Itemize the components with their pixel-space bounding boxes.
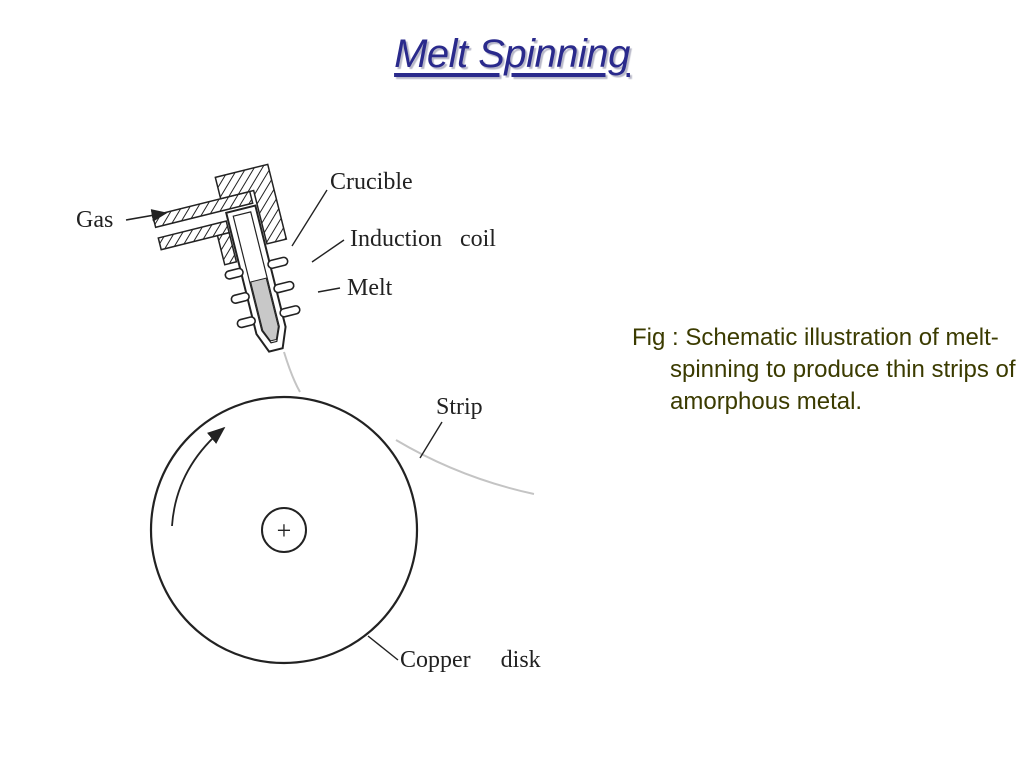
strip-line <box>283 351 301 393</box>
disk-center-symbol: + <box>277 516 292 545</box>
gas-arrow <box>125 209 168 222</box>
label-induction-coil: Induction coil <box>350 226 496 252</box>
label-gas: Gas <box>76 207 113 233</box>
label-crucible: Crucible <box>330 169 413 195</box>
crucible-assembly <box>151 163 301 353</box>
crucible-leader <box>291 189 328 247</box>
melt-leader <box>317 287 341 293</box>
label-melt: Melt <box>347 275 393 301</box>
strip-leader <box>419 421 443 459</box>
strip-line-tail <box>395 439 535 495</box>
label-strip: Strip <box>436 394 483 420</box>
figure-caption: Fig : Schematic illustration of melt-spi… <box>632 324 1016 415</box>
slide-title: Melt Spinning <box>394 32 630 76</box>
melt <box>250 277 279 342</box>
crucible-outer-wall <box>214 163 288 245</box>
disk-center <box>261 507 307 553</box>
disk-leader <box>367 635 399 661</box>
rotation-arrow <box>171 426 226 527</box>
gas-pipe-bottom-wall <box>157 220 231 251</box>
coil-leader <box>311 239 345 263</box>
induction-coil <box>224 256 301 329</box>
label-copper-disk: Copper disk <box>400 647 541 673</box>
crucible-tube-inner <box>232 211 280 344</box>
crucible-left-wall <box>216 231 238 266</box>
